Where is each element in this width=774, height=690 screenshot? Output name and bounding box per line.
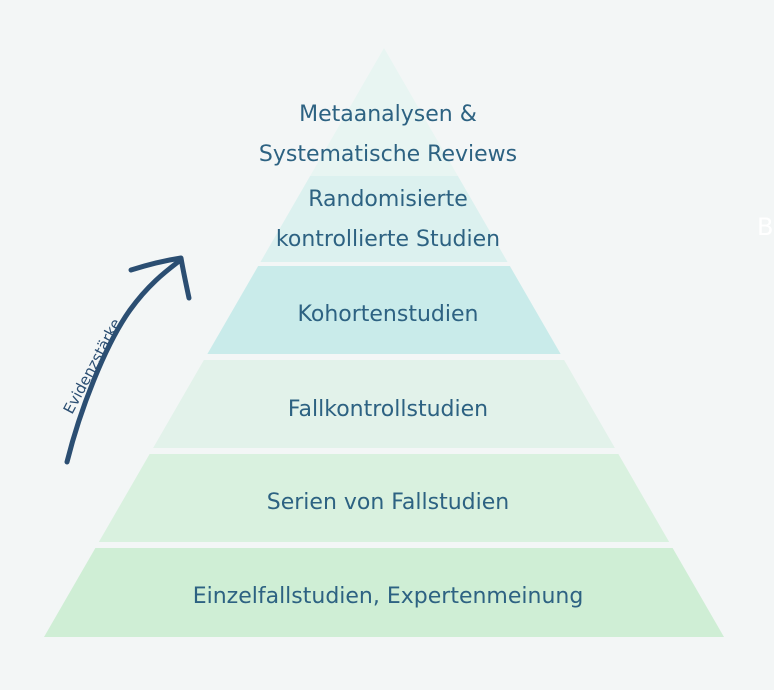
- tier-2-label-line-2: kontrollierte Studien: [276, 227, 500, 252]
- tier-3-label-line-1: Kohortenstudien: [298, 302, 479, 327]
- tier-4-label-line-1: Fallkontrollstudien: [288, 397, 488, 422]
- tier-6-label-line-1: Einzelfallstudien, Expertenmeinung: [193, 584, 584, 609]
- pyramid-labels: Metaanalysen & Systematische ReviewsRando…: [193, 102, 584, 609]
- tier-5-label-line-1: Serien von Fallstudien: [267, 490, 509, 515]
- arrow-head: [128, 255, 192, 301]
- pyramid-tier-4: [153, 360, 615, 448]
- tier-1-label-line-1: Metaanalysen &: [299, 102, 477, 127]
- tier-2-label-line-1: Randomisierte: [308, 187, 468, 212]
- tier-1-label-line-2: Systematische Reviews: [259, 142, 517, 167]
- pyramid-tiers: [44, 48, 724, 637]
- edge-glyph: B: [757, 213, 773, 241]
- pyramid-tier-5: [98, 454, 670, 542]
- arrow-label: Evidenzstärke: [60, 316, 125, 417]
- pyramid-tier-2: [260, 176, 508, 262]
- pyramid-tier-6: [44, 548, 724, 637]
- pyramid-tier-1: [310, 48, 458, 176]
- pyramid-tier-3: [207, 266, 561, 354]
- arrow-shaft: [64, 259, 181, 465]
